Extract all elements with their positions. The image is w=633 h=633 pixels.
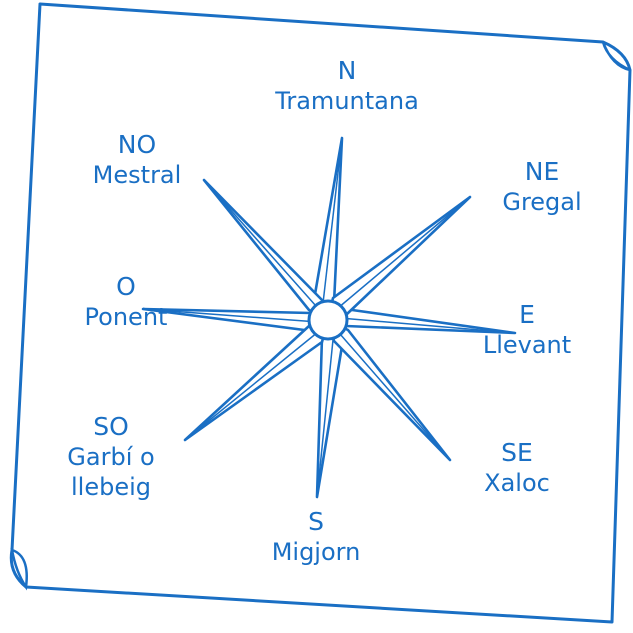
wind-abbr-ne: NE: [502, 157, 581, 187]
wind-label-ne: NE Gregal: [502, 157, 581, 217]
wind-label-n: N Tramuntana: [275, 56, 419, 116]
wind-label-so: SO Garbí o llebeig: [67, 412, 154, 502]
wind-abbr-se: SE: [484, 438, 550, 468]
wind-abbr-s: S: [272, 507, 361, 537]
wind-abbr-n: N: [275, 56, 419, 86]
wind-name-se: Xaloc: [484, 468, 550, 498]
wind-label-o: O Ponent: [85, 272, 168, 332]
wind-name-so: Garbí o: [67, 442, 154, 472]
wind-label-e: E Llevant: [483, 300, 571, 360]
wind-name-no: Mestral: [93, 160, 182, 190]
wind-name-e: Llevant: [483, 330, 571, 360]
wind-abbr-so: SO: [67, 412, 154, 442]
wind-abbr-e: E: [483, 300, 571, 330]
wind-name-s: Migjorn: [272, 537, 361, 567]
wind-name-ne: Gregal: [502, 187, 581, 217]
wind-name-so-line2: llebeig: [67, 472, 154, 502]
wind-abbr-o: O: [85, 272, 168, 302]
compass-center-circle: [309, 301, 347, 339]
wind-name-n: Tramuntana: [275, 86, 419, 116]
wind-name-o: Ponent: [85, 302, 168, 332]
wind-abbr-no: NO: [93, 130, 182, 160]
wind-label-se: SE Xaloc: [484, 438, 550, 498]
wind-label-no: NO Mestral: [93, 130, 182, 190]
wind-label-s: S Migjorn: [272, 507, 361, 567]
